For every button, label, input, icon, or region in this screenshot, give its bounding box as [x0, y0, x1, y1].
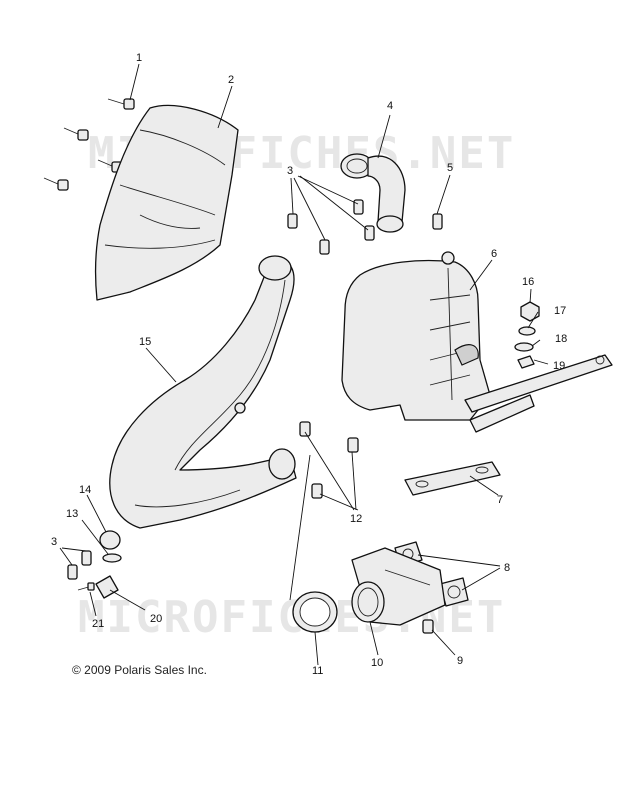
part-7-bracket-plate — [404, 461, 501, 496]
part-6-muffler — [341, 251, 491, 421]
part-16-nut — [520, 301, 540, 322]
part-21-screw — [77, 582, 95, 591]
part-11-seal-ring — [292, 591, 338, 633]
part-17-washer — [518, 326, 536, 336]
callout-14: 14 — [79, 484, 91, 496]
part-3-grommets-top — [287, 199, 375, 255]
callout-19: 19 — [553, 360, 565, 372]
part-20-clip — [95, 575, 119, 599]
callouts: 1 2 3 4 5 6 7 8 9 10 11 12 13 14 15 16 1… — [51, 52, 567, 677]
part-10-manifold — [351, 547, 446, 626]
callout-7: 7 — [497, 494, 503, 506]
callout-5: 5 — [447, 162, 453, 174]
callout-18: 18 — [555, 333, 567, 345]
callout-3-top: 3 — [287, 165, 293, 177]
part-4-coupler — [340, 153, 406, 233]
callout-9: 9 — [457, 655, 463, 667]
callout-12: 12 — [350, 513, 362, 525]
callout-13: 13 — [66, 508, 78, 520]
part-5-grommet — [432, 213, 443, 230]
part-3-grommets-bottom — [67, 550, 92, 580]
part-18-washer — [514, 342, 534, 352]
callout-8: 8 — [504, 562, 510, 574]
part-12-grommets — [299, 421, 359, 499]
copyright-text: © 2009 Polaris Sales Inc. — [72, 663, 207, 677]
callout-20: 20 — [150, 613, 162, 625]
callout-16: 16 — [522, 276, 534, 288]
callout-1: 1 — [136, 52, 142, 64]
part-9-stud — [422, 619, 434, 634]
callout-4: 4 — [387, 100, 393, 112]
callout-21: 21 — [92, 618, 104, 630]
part-15-expansion-chamber — [109, 255, 297, 529]
part-13-washer — [102, 553, 122, 563]
callout-15: 15 — [139, 336, 151, 348]
part-14-bumper — [99, 530, 121, 550]
callout-10: 10 — [371, 657, 383, 669]
leader-lines — [59, 63, 549, 666]
callout-17: 17 — [554, 305, 566, 317]
part-19-support-rod — [464, 354, 613, 433]
callout-2: 2 — [228, 74, 234, 86]
callout-11: 11 — [312, 665, 323, 677]
callout-3-bottom: 3 — [51, 536, 57, 548]
callout-6: 6 — [491, 248, 497, 260]
